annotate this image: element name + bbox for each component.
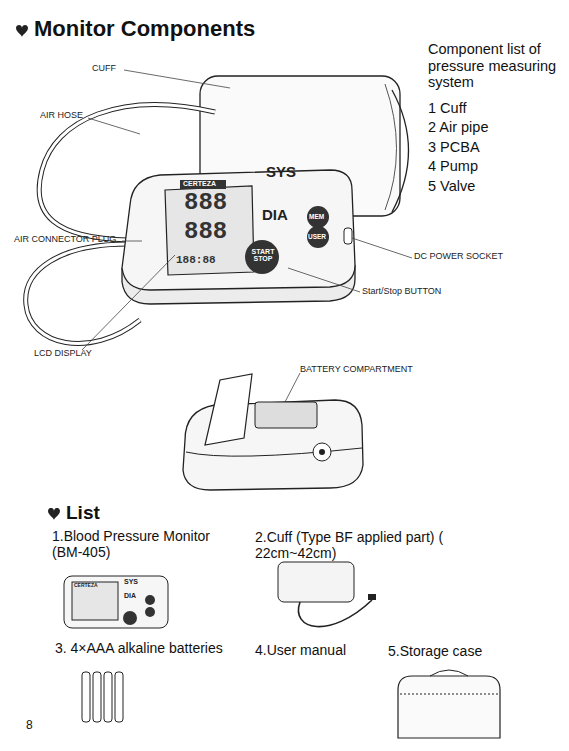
section-heading: List [66, 502, 100, 524]
leader-lines [82, 70, 412, 402]
list-item: 3. 4×AAA alkaline batteries [55, 640, 223, 656]
panel-label: DIA [124, 592, 136, 600]
button-text: START STOP [251, 248, 275, 262]
leader-line [352, 238, 412, 258]
battery [104, 672, 112, 722]
dc-socket [313, 443, 331, 461]
component-heading: Component list of pressure measuring sys… [428, 41, 568, 91]
battery-device-rim [186, 448, 362, 456]
start-stop-button [245, 240, 279, 274]
battery [115, 672, 123, 722]
lcd-digits: 888 [184, 189, 227, 217]
panel-label: SYS [266, 163, 296, 180]
page-number: 8 [26, 719, 33, 733]
dc-socket-pin [319, 449, 325, 455]
lcd-digits: 888 [184, 218, 227, 246]
small-button [123, 611, 137, 625]
component-item: 3 PCBA [428, 139, 480, 156]
button-text: MEM [309, 213, 324, 220]
case-zipper [400, 694, 498, 695]
list-item: 4.User manual [255, 642, 346, 658]
list-item: 1.Blood Pressure Monitor (BM-405) [52, 528, 227, 560]
leader-line [285, 373, 300, 402]
monitor-body [122, 170, 355, 290]
heart-bullet [48, 508, 60, 520]
small-button [145, 607, 155, 617]
small-monitor [64, 576, 168, 628]
dc-socket [344, 228, 352, 244]
leader-line [88, 118, 140, 134]
case-handle [430, 670, 468, 676]
list-item: 2.Cuff (Type BF applied part) ( 22cm~42c… [255, 529, 460, 561]
component-item: 2 Air pipe [428, 119, 488, 136]
battery-lid [205, 374, 252, 445]
panel-label: SYS [124, 578, 138, 586]
battery [93, 672, 101, 722]
cuff-icon-hose [298, 600, 372, 627]
button-text: USER [308, 233, 326, 240]
heart-bullet [16, 25, 28, 37]
leader-line [82, 255, 175, 350]
storage-case [398, 676, 500, 738]
small-button [145, 595, 155, 605]
small-lcd [72, 582, 118, 620]
brand-text: CERTEZA [74, 583, 98, 589]
callout-label: LCD DISPLAY [34, 348, 92, 358]
callout-label: AIR CONNECTOR PLUG [14, 234, 116, 244]
leader-line [124, 70, 230, 88]
leader-line [288, 268, 360, 292]
panel-label: DIA [262, 206, 288, 223]
leader-line [122, 241, 142, 242]
component-item: 1 Cuff [428, 100, 466, 117]
cuff-edge [385, 84, 397, 210]
list-item: 5.Storage case [388, 643, 482, 659]
batteries [82, 672, 123, 722]
page-title: Monitor Components [34, 16, 255, 41]
component-item: 5 Valve [428, 178, 475, 195]
callout-label: CUFF [92, 63, 116, 73]
callout-label: AIR HOSE [40, 110, 83, 120]
cuff-curl [392, 90, 409, 212]
brand-plate [180, 180, 226, 189]
lcd-digits: 188:88 [176, 254, 216, 267]
callout-label: Start/Stop BUTTON [362, 286, 441, 296]
callout-label: DC POWER SOCKET [414, 251, 503, 261]
battery-compartment [255, 402, 317, 428]
hose-plug [368, 594, 376, 600]
brand-text: CERTEZA [183, 180, 216, 188]
component-item: 4 Pump [428, 158, 478, 175]
user-button [307, 226, 329, 248]
lcd-screen [165, 186, 254, 275]
cuff-icon [278, 562, 354, 602]
battery [82, 672, 90, 722]
mem-button [307, 206, 329, 228]
callout-label: BATTERY COMPARTMENT [300, 364, 413, 374]
battery-device-body [183, 400, 363, 490]
